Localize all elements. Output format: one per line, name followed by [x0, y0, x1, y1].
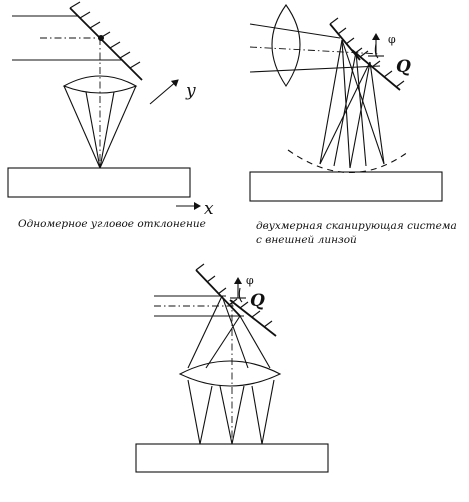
scan-mirror	[69, 1, 143, 81]
rays-to-workpiece	[187, 379, 275, 445]
rotation-indicator: φ Q	[230, 274, 265, 311]
axis-x: x	[176, 199, 214, 219]
angle-phi-label: φ	[388, 33, 396, 46]
first-mirror	[195, 263, 241, 317]
figure-two-dimensional-external-lens: φ Q двухмерная сканирующая система с вне…	[249, 4, 457, 246]
scan-lens	[178, 360, 282, 387]
mirror-hatching	[69, 1, 141, 69]
mirror-pivot	[98, 35, 104, 41]
scanning-rays	[319, 39, 385, 169]
axis-y-label: y	[185, 81, 196, 101]
focused-cone	[63, 85, 137, 169]
mirror-hatching	[195, 263, 238, 306]
figure-two-dimensional-internal-lens: φ Q	[135, 263, 329, 473]
focal-surface-arc	[287, 149, 409, 174]
mirror-q-label: Q	[396, 57, 411, 77]
external-lens	[271, 4, 301, 87]
incoming-beam	[12, 15, 122, 61]
rays-to-lens	[187, 295, 271, 369]
mirror-hatching	[239, 301, 273, 328]
workpiece	[135, 443, 329, 473]
workpiece	[7, 167, 191, 198]
caption-two-dimensional-line1: двухмерная сканирующая система	[256, 220, 457, 232]
caption-one-dimensional: Одномерное угловое отклонение	[18, 218, 206, 230]
caption-two-dimensional-line2: с внешней линзой	[256, 234, 357, 246]
incoming-beam	[249, 23, 381, 73]
axis-y: y	[149, 79, 196, 105]
workpiece	[249, 171, 443, 202]
figure-one-dimensional-deflection: x y Одномерное угловое отклонение	[7, 1, 214, 230]
second-mirror	[351, 49, 405, 91]
mirror-hatching	[329, 17, 363, 55]
angle-phi-label: φ	[246, 274, 254, 287]
rotation-indicator: φ Q	[368, 33, 411, 77]
mirror-q-label: Q	[250, 291, 265, 311]
mirror-hatching	[359, 50, 405, 88]
axis-x-label: x	[204, 199, 214, 219]
second-mirror	[229, 299, 277, 337]
